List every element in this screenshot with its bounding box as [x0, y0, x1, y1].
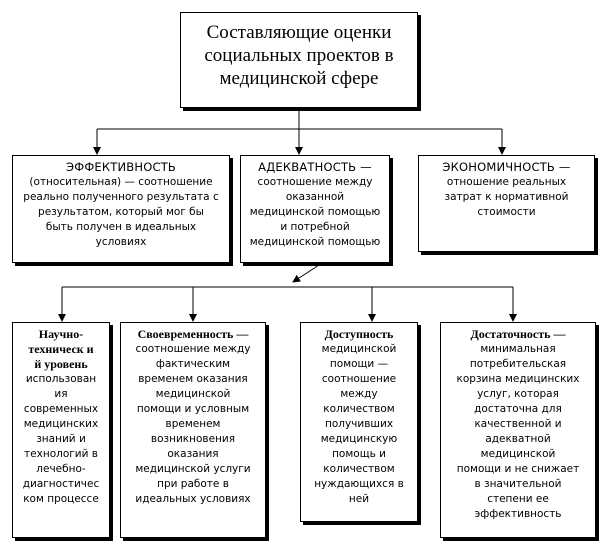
- scientific-level-box: Научно- техническ и й уровень использова…: [12, 322, 110, 538]
- scientific-line-6: технологий в: [24, 448, 98, 460]
- adequacy-line-3: медицинской помощью: [249, 206, 381, 218]
- economy-box: ЭКОНОМИЧНОСТЬ — отношение реальных затра…: [418, 155, 595, 252]
- scientific-line-9: ком процессе: [23, 493, 99, 505]
- title-line-3: медицинской сфере: [219, 68, 379, 89]
- accessibility-line-3: соотношение: [321, 373, 397, 385]
- scientific-line-7: лечебно-: [36, 463, 86, 475]
- sufficiency-line-11: степени ее: [487, 493, 549, 505]
- accessibility-line-8: помощь и: [332, 448, 386, 460]
- scientific-line-8: диагностичес: [22, 478, 100, 490]
- timeliness-heading: Своевременность —: [137, 327, 249, 341]
- accessibility-line-4: между: [340, 388, 378, 400]
- accessibility-line-1: медицинской: [321, 343, 397, 355]
- effectiveness-line-3: результатом, который мог бы: [38, 206, 204, 218]
- sufficiency-line-8: медицинской: [480, 448, 556, 460]
- sufficiency-box: Достаточность — минимальная потребительс…: [440, 322, 596, 538]
- scientific-line-2: ия: [54, 388, 68, 400]
- scientific-line-4: медицинских: [23, 418, 99, 430]
- timeliness-line-11: идеальных условиях: [135, 493, 251, 505]
- adequacy-heading: АДЕКВАТНОСТЬ —: [258, 160, 372, 174]
- title-line-2: социальных проектов в: [204, 45, 394, 66]
- timeliness-line-9: медицинской услуги: [135, 463, 251, 475]
- scientific-line-1: использован: [25, 373, 97, 385]
- accessibility-line-11: ней: [348, 493, 370, 505]
- effectiveness-box: ЭФФЕКТИВНОСТЬ (относительная) — соотноше…: [12, 155, 230, 263]
- sufficiency-line-7: адекватной: [485, 433, 551, 445]
- adequacy-line-1: соотношение между: [257, 176, 373, 188]
- scientific-heading-1: Научно-: [38, 327, 84, 341]
- sufficiency-heading: Достаточность —: [470, 327, 566, 341]
- sufficiency-line-1: минимальная: [480, 343, 556, 355]
- adequacy-box: АДЕКВАТНОСТЬ — соотношение между оказанн…: [240, 155, 390, 263]
- timeliness-line-8: оказания: [167, 448, 219, 460]
- sufficiency-line-3: корзина медицинских: [456, 373, 580, 385]
- scientific-heading-3: й уровень: [34, 357, 88, 371]
- adequacy-line-2: оказанной: [285, 191, 345, 203]
- title-line-1: Составляющие оценки: [206, 22, 392, 43]
- sufficiency-line-2: потребительская: [469, 358, 567, 370]
- economy-line-1: отношение реальных: [446, 176, 567, 188]
- effectiveness-line-4: быть получен в идеальных: [45, 221, 197, 233]
- adequacy-line-5: медицинской помощью: [249, 236, 381, 248]
- timeliness-line-7: возникновения: [150, 433, 236, 445]
- timeliness-line-3: временем оказания: [138, 373, 248, 385]
- accessibility-heading: Доступность: [324, 327, 394, 341]
- accessibility-line-10: нуждающихся в: [314, 478, 404, 490]
- sufficiency-line-6: качественной и: [474, 418, 562, 430]
- root-title-box: Составляющие оценки социальных проектов …: [180, 12, 418, 108]
- timeliness-box: Своевременность — соотношение между факт…: [120, 322, 266, 538]
- accessibility-box: Доступность медицинской помощи — соотнош…: [300, 322, 418, 522]
- arrow-small-diagonal: [292, 264, 320, 283]
- sufficiency-line-10: в значительной: [474, 478, 562, 490]
- sufficiency-line-9: помощи и не снижает: [456, 463, 580, 475]
- effectiveness-line-1: (относительная) — соотношение: [29, 176, 213, 188]
- accessibility-line-5: количеством: [323, 403, 395, 415]
- timeliness-line-10: при работе в: [157, 478, 229, 490]
- accessibility-line-9: количеством: [323, 463, 395, 475]
- timeliness-line-5: помощи и условным: [136, 403, 250, 415]
- effectiveness-line-5: условиях: [95, 236, 147, 248]
- sufficiency-line-5: достаточна для: [474, 403, 562, 415]
- sufficiency-line-4: услуг, которая: [477, 388, 559, 400]
- adequacy-line-4: и потребной: [280, 221, 350, 233]
- timeliness-line-2: фактическим: [155, 358, 231, 370]
- scientific-heading-2: техническ и: [28, 342, 94, 356]
- economy-heading: ЭКОНОМИЧНОСТЬ —: [442, 160, 571, 174]
- accessibility-line-7: медицинскую: [320, 433, 398, 445]
- scientific-line-3: современных: [23, 403, 99, 415]
- scientific-line-5: знаний и: [36, 433, 86, 445]
- timeliness-line-1: соотношение между: [135, 343, 251, 355]
- accessibility-line-2: помощи —: [329, 358, 389, 370]
- timeliness-line-6: временем: [165, 418, 221, 430]
- sufficiency-line-12: эффективность: [474, 508, 562, 520]
- economy-line-3: стоимости: [477, 206, 536, 218]
- economy-line-2: затрат к нормативной: [444, 191, 569, 203]
- effectiveness-heading: ЭФФЕКТИВНОСТЬ: [65, 160, 177, 174]
- timeliness-line-4: медицинской: [155, 388, 231, 400]
- accessibility-line-6: получивших: [324, 418, 394, 430]
- effectiveness-line-2: реально полученного результата с: [23, 191, 219, 203]
